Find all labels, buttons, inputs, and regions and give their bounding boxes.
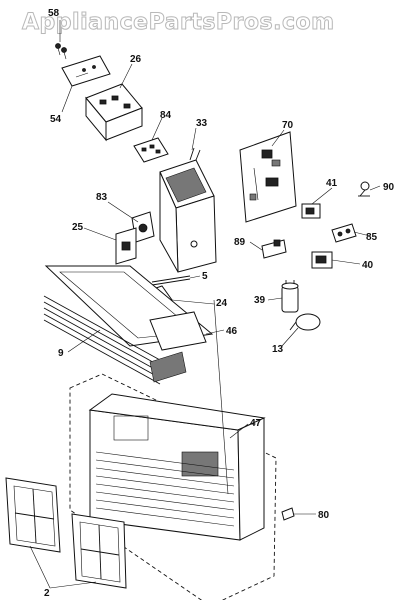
- part-39-capacitor[interactable]: [281, 280, 299, 313]
- part-5-rod[interactable]: [151, 275, 191, 286]
- callout-26: 26: [130, 54, 142, 65]
- callout-54: 54: [50, 114, 62, 125]
- callout-80: 80: [318, 510, 330, 521]
- part-13-strap[interactable]: [289, 313, 321, 331]
- part-9-louvers[interactable]: [43, 295, 187, 385]
- callout-58: 58: [48, 8, 60, 19]
- part-46-grille-frame[interactable]: [44, 265, 214, 351]
- part-47-front-cabinet[interactable]: [69, 373, 277, 600]
- callout-47: 47: [250, 418, 262, 429]
- part-54-control-plate[interactable]: [61, 55, 111, 87]
- part-40-relay[interactable]: [311, 251, 333, 269]
- callout-13: 13: [272, 344, 284, 355]
- callout-25: 25: [72, 222, 84, 233]
- part-25-bracket[interactable]: [115, 227, 137, 265]
- callout-39: 39: [254, 295, 266, 306]
- part-58-screws[interactable]: [55, 43, 67, 60]
- callout-46: 46: [226, 326, 238, 337]
- part-89-bracket[interactable]: [261, 239, 287, 259]
- part-26-control-box[interactable]: [85, 83, 143, 142]
- leader-lines: [29, 20, 381, 589]
- part-84-board[interactable]: [133, 137, 169, 163]
- callout-90: 90: [383, 182, 395, 193]
- callout-41: 41: [326, 178, 338, 189]
- watermark-logo: AppliancePartsPros.com: [22, 10, 335, 36]
- callout-84: 84: [160, 110, 172, 121]
- callout-5: 5: [202, 271, 208, 282]
- part-70-control-board[interactable]: [239, 131, 297, 223]
- callout-24: 24: [216, 298, 228, 309]
- part-80-clip[interactable]: [281, 507, 295, 521]
- callout-85: 85: [366, 232, 378, 243]
- part-41-relay[interactable]: [301, 203, 321, 219]
- callout-33: 33: [196, 118, 208, 129]
- callout-89: 89: [234, 237, 246, 248]
- callout-83: 83: [96, 192, 108, 203]
- part-85-terminal[interactable]: [331, 223, 357, 243]
- callout-40: 40: [362, 260, 374, 271]
- part-2-filters[interactable]: [5, 477, 127, 589]
- callout-2: 2: [44, 588, 50, 599]
- callout-70: 70: [282, 120, 294, 131]
- callout-9: 9: [58, 348, 64, 359]
- part-33-control-housing[interactable]: [159, 147, 217, 273]
- part-90-clip[interactable]: [358, 181, 370, 197]
